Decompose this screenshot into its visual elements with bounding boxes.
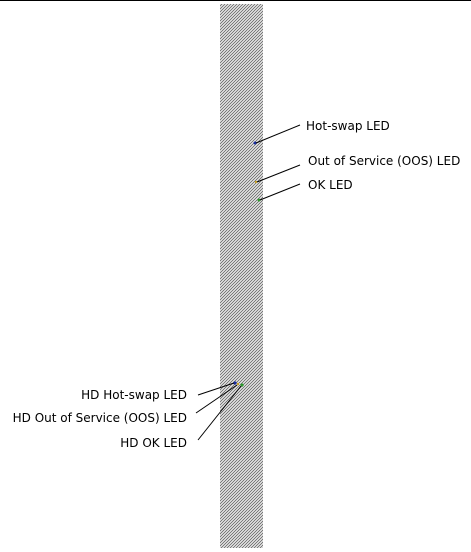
hot-swap-led-label: Hot-swap LED <box>306 119 390 133</box>
oos-led-label: Out of Service (OOS) LED <box>308 154 461 168</box>
oos-led-indicator <box>254 180 258 184</box>
hd-oos-leader-line <box>195 384 238 414</box>
oos-leader-line <box>256 164 301 183</box>
server-front-panel <box>220 4 263 548</box>
hd-oos-led-label: HD Out of Service (OOS) LED <box>12 411 187 425</box>
hd-oos-led-indicator <box>236 382 240 386</box>
hd-hot-swap-led-label: HD Hot-swap LED <box>81 388 187 402</box>
hd-ok-led-indicator <box>240 383 244 387</box>
ok-leader-line <box>259 183 301 201</box>
hd-hot-swap-leader-line <box>197 382 235 396</box>
hd-ok-leader-line <box>197 385 242 441</box>
hd-hot-swap-led-indicator <box>233 381 237 385</box>
ok-led-indicator <box>257 198 261 202</box>
hot-swap-led-indicator <box>253 141 257 145</box>
hot-swap-leader-line <box>255 124 301 144</box>
ok-led-label: OK LED <box>308 178 353 192</box>
hd-ok-led-label: HD OK LED <box>120 436 187 450</box>
